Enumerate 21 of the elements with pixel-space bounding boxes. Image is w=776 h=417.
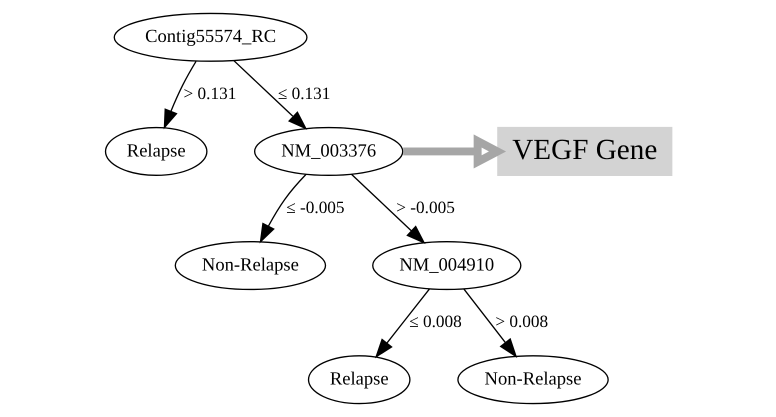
arrow (462, 288, 517, 358)
node-ellipse: Relapse (104, 126, 208, 176)
node-ellipse: NM_004910 (372, 241, 521, 290)
edge-label: > 0.008 (494, 312, 548, 332)
edge-label: ≤ 0.131 (277, 84, 330, 103)
edge-label: > 0.131 (183, 84, 236, 103)
edge-label: ≤ 0.008 (408, 312, 462, 332)
node-ellipse: Non-Relapse (456, 355, 608, 404)
arrow (350, 174, 426, 244)
edge-label: > -0.005 (396, 198, 454, 218)
node-ellipse: NM_003376 (254, 126, 403, 176)
arrow (402, 134, 506, 168)
edge-label: ≤ -0.005 (286, 198, 344, 218)
arrow (163, 61, 196, 130)
node-ellipse: Contig55574_RC (113, 12, 308, 62)
node-ellipse: Relapse (307, 355, 410, 404)
arrow (374, 288, 430, 358)
arrow (259, 174, 306, 244)
arrow (232, 60, 307, 130)
node-box: VEGF Gene (496, 126, 672, 176)
node-ellipse: Non-Relapse (174, 241, 326, 290)
